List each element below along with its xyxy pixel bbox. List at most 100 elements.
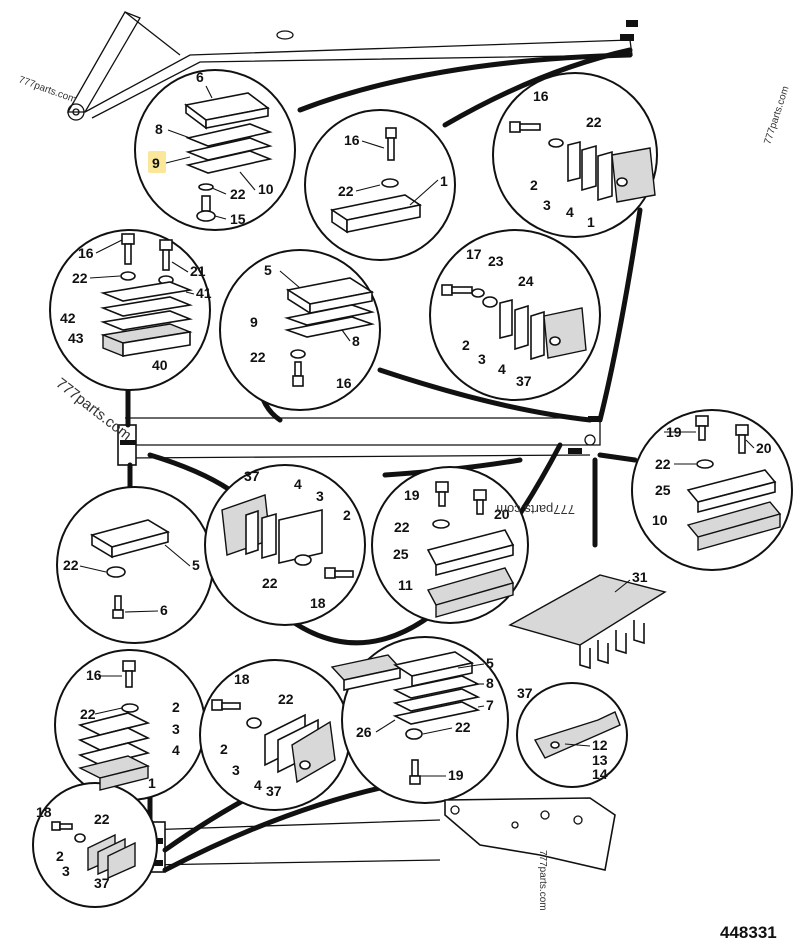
boom-arm xyxy=(66,11,638,121)
label: 8 xyxy=(352,333,360,349)
label: 2 xyxy=(530,177,538,193)
label: 3 xyxy=(172,721,180,737)
c1-parts xyxy=(184,92,273,222)
label: 37 xyxy=(266,783,282,799)
label: 43 xyxy=(68,330,84,346)
label: 37 xyxy=(94,875,110,891)
label: 22 xyxy=(72,270,88,286)
label: 3 xyxy=(62,863,70,879)
watermark: 777parts.com xyxy=(762,85,791,146)
label: 4 xyxy=(498,361,506,377)
label: 19 xyxy=(404,487,420,503)
label: 16 xyxy=(344,132,360,148)
label: 20 xyxy=(494,506,510,522)
label-highlighted: 9 xyxy=(152,155,160,171)
label: 5 xyxy=(486,655,494,671)
label: 12 xyxy=(592,737,608,753)
label: 6 xyxy=(160,602,168,618)
label: 18 xyxy=(310,595,326,611)
label: 16 xyxy=(86,667,102,683)
label: 42 xyxy=(60,310,76,326)
c7-parts xyxy=(686,415,782,551)
label: 22 xyxy=(80,706,96,722)
label: 41 xyxy=(196,285,212,301)
label: 3 xyxy=(232,762,240,778)
c13-parts xyxy=(330,651,481,785)
c10-parts xyxy=(426,481,515,618)
watermark: 777parts.com xyxy=(537,850,548,911)
bottom-boom-section xyxy=(144,819,441,873)
drawing-number: 448331 xyxy=(720,923,777,942)
label: 23 xyxy=(488,253,504,269)
label: 10 xyxy=(258,181,274,197)
label: 3 xyxy=(543,197,551,213)
label: 22 xyxy=(63,557,79,573)
label: 13 xyxy=(592,752,608,768)
label: 3 xyxy=(478,351,486,367)
label: 24 xyxy=(518,273,534,289)
leader-lines xyxy=(79,85,755,777)
label: 22 xyxy=(455,719,471,735)
c3-parts xyxy=(509,121,656,203)
label: 40 xyxy=(152,357,168,373)
label: 14 xyxy=(592,766,608,782)
label: 16 xyxy=(533,88,549,104)
label: 19 xyxy=(448,767,464,783)
label: 10 xyxy=(652,512,668,528)
label: 1 xyxy=(440,173,448,189)
c12-parts xyxy=(211,699,336,784)
label: 37 xyxy=(244,468,260,484)
label: 2 xyxy=(220,741,228,757)
part-labels: 6 8 9 22 10 15 16 22 1 16 22 2 3 4 1 16 … xyxy=(36,69,772,891)
label: 25 xyxy=(393,546,409,562)
label: 4 xyxy=(172,742,180,758)
label: 3 xyxy=(316,488,324,504)
lower-boom-section xyxy=(117,416,602,466)
label: 22 xyxy=(94,811,110,827)
c8-parts xyxy=(89,519,171,619)
c4-parts xyxy=(100,233,193,358)
label: 21 xyxy=(190,263,206,279)
label: 2 xyxy=(172,699,180,715)
label: 18 xyxy=(234,671,250,687)
label: 22 xyxy=(262,575,278,591)
label: 1 xyxy=(587,214,595,230)
label: 22 xyxy=(278,691,294,707)
cover-plate-31 xyxy=(508,574,667,670)
label: 5 xyxy=(192,557,200,573)
c2-parts xyxy=(329,127,423,234)
label: 9 xyxy=(250,314,258,330)
label: 15 xyxy=(230,211,246,227)
label: 2 xyxy=(462,337,470,353)
label: 20 xyxy=(756,440,772,456)
label: 25 xyxy=(655,482,671,498)
label: 4 xyxy=(566,204,574,220)
label: 37 xyxy=(517,685,533,701)
label: 1 xyxy=(148,775,156,791)
label: 7 xyxy=(486,697,494,713)
label: 8 xyxy=(486,675,494,691)
label: 5 xyxy=(264,262,272,278)
label: 4 xyxy=(254,777,262,793)
label: 22 xyxy=(655,456,671,472)
label: 8 xyxy=(155,121,163,137)
label: 4 xyxy=(294,476,302,492)
label: 31 xyxy=(632,569,648,585)
label: 22 xyxy=(230,186,246,202)
label: 22 xyxy=(338,183,354,199)
watermark: 777parts.com xyxy=(17,74,78,105)
highlight-part-9 xyxy=(148,151,166,173)
c15-parts xyxy=(51,821,136,880)
c5-parts xyxy=(283,277,376,387)
label: 37 xyxy=(516,373,532,389)
c14-parts xyxy=(533,711,621,759)
watermark: 777parts.com xyxy=(496,502,575,517)
c9-parts xyxy=(221,494,354,579)
label: 6 xyxy=(196,69,204,85)
label: 16 xyxy=(336,375,352,391)
bracket-plate xyxy=(444,797,616,871)
label: 22 xyxy=(394,519,410,535)
label: 2 xyxy=(56,848,64,864)
c11-parts xyxy=(77,660,151,791)
